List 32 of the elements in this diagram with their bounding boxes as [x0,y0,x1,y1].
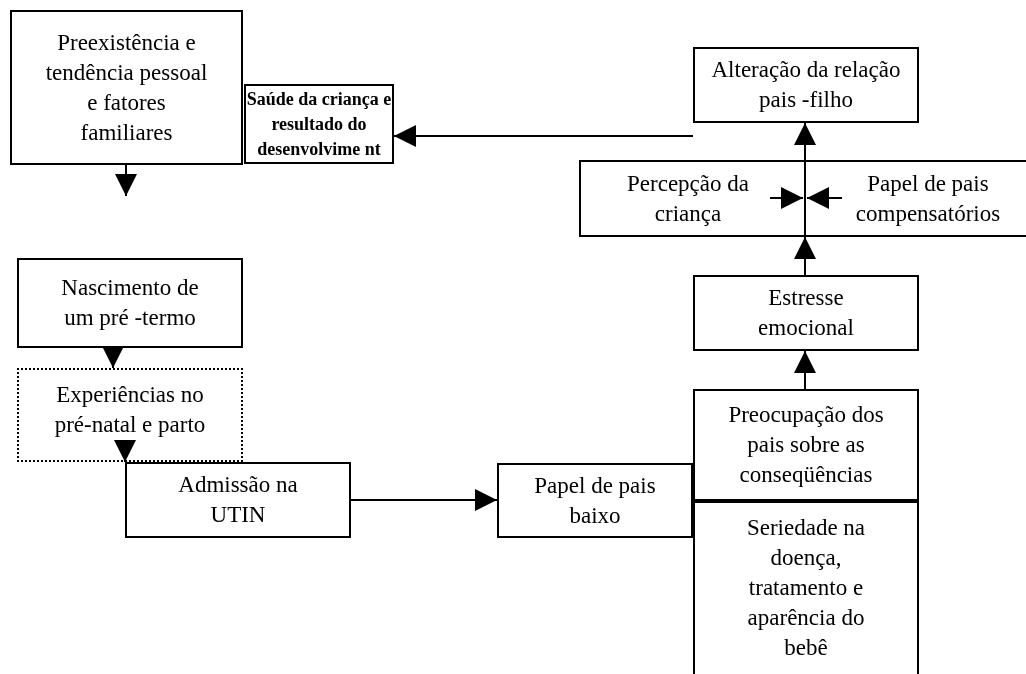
process-box [125,462,351,538]
process-box [10,10,243,165]
arrow [806,187,843,209]
process-box [497,463,693,538]
node-text: Percepção da criança [626,169,750,228]
arrow [794,236,816,276]
process-box [693,501,919,674]
arrow [393,125,694,147]
arrow [794,122,816,161]
arrow [114,440,136,463]
node-text: Preexistência e tendência pessoal e fatores familiares [44,28,209,147]
node-text: Papel de pais baixo [533,471,657,530]
process-box [17,258,243,348]
node-text: Alteração da relação pais -filho [710,56,902,114]
arrow [769,187,804,209]
arrow [115,164,137,197]
node-text: Experiências no pré-natal e parto [53,381,207,439]
arrow [102,346,124,369]
process-box [693,275,919,351]
node-text: Papel de pais compensatórios [854,169,1002,228]
process-box [17,368,243,462]
node-text: Admissão na UTIN [177,471,299,529]
node-text: Saúde da criança e resultado do desenvolvime nt [246,87,392,161]
node-text: Nascimento de um pré -termo [60,274,200,332]
arrow [794,350,816,390]
frame-box [579,160,1026,237]
process-box [693,47,919,123]
process-box [693,389,919,501]
node-text: Preocupação dos pais sobre as conseqüências [727,401,885,489]
node-text: Estresse emocional [757,284,855,342]
arrow [350,489,498,511]
node-text: Seriedade na doença, tratamento e aparência do bebê [745,514,867,662]
